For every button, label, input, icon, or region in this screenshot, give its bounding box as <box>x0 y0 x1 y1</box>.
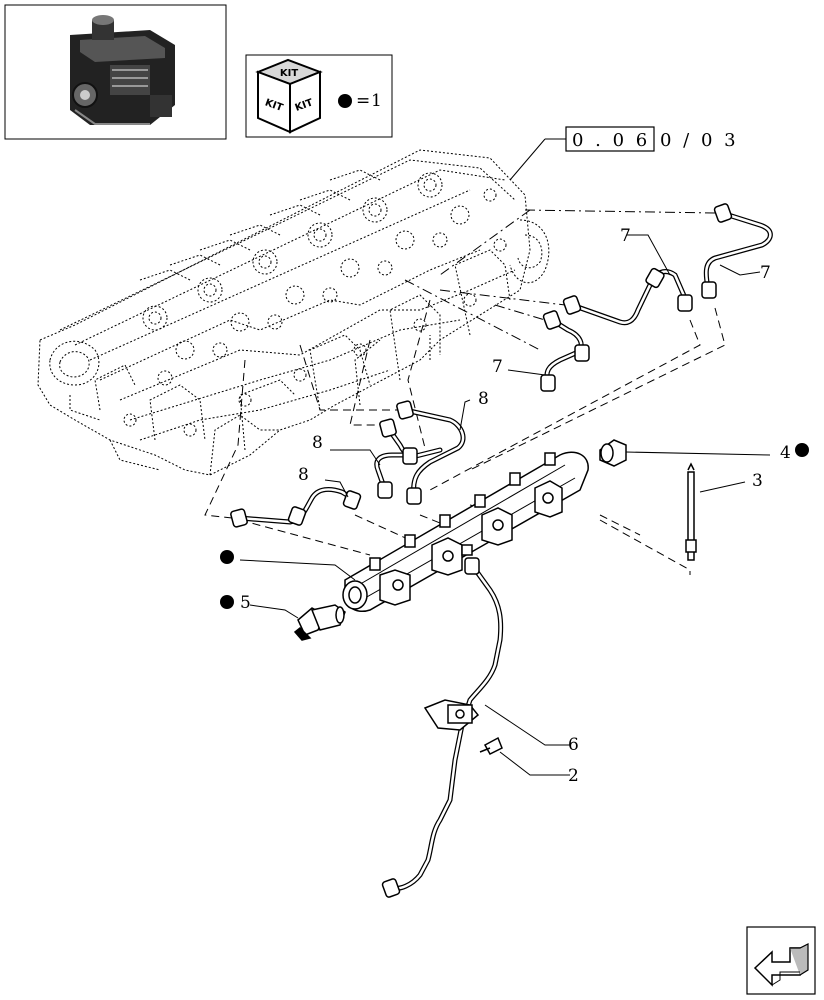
bracket-bolt <box>479 736 503 755</box>
engine-thumbnail-icon <box>70 15 175 125</box>
callout-8c: 8 <box>298 465 309 485</box>
pipe-clamp-bracket <box>423 699 480 731</box>
mounting-stud <box>685 462 697 561</box>
kit-bullet-icon <box>338 94 352 108</box>
callout-8a: 8 <box>478 389 489 409</box>
assembly-leader-lines <box>404 209 716 351</box>
reference-code: 0 . 0 6 0 / 0 3 <box>509 126 739 181</box>
callout-6: 6 <box>568 735 579 755</box>
callout-7a: 7 <box>620 226 631 246</box>
injector-pipe-7-upper-inner <box>705 211 772 290</box>
kit-cube-top-label: KIT <box>280 68 298 79</box>
fuel-feed-pipe-6-inner <box>390 563 502 890</box>
callout-leaders <box>239 234 771 776</box>
injector-pipe-7-middle <box>569 269 688 326</box>
kit-legend: KIT KIT KIT = 1 <box>245 54 393 138</box>
callout-7c: 7 <box>492 357 503 377</box>
rail-plug <box>599 439 627 467</box>
callout-8b: 8 <box>312 433 323 453</box>
reference-code-boxed: 0 . 0 6 <box>572 130 650 151</box>
pressure-sensor <box>293 604 346 641</box>
kit-marker-sensor-icon <box>220 595 234 609</box>
kit-equals-sign: = <box>356 91 370 111</box>
callout-2: 2 <box>568 766 579 786</box>
kit-cube-icon: KIT KIT KIT <box>255 58 323 134</box>
kit-marker-rail-icon <box>220 550 234 564</box>
callout-3: 3 <box>752 471 763 491</box>
pipe-fittings <box>230 203 733 528</box>
next-page-arrow-icon[interactable] <box>746 926 816 995</box>
kit-marker-plug-icon <box>795 443 809 457</box>
assembly-dashed-lines <box>204 299 726 575</box>
injector-pipe-7-middle-inner <box>570 270 687 324</box>
fuel-feed-pipe-6-fittings <box>381 557 480 898</box>
reference-code-suffix: 0 / 0 3 <box>660 130 739 151</box>
callout-5: 5 <box>240 593 251 613</box>
cylinder-head-outline <box>37 149 550 476</box>
common-rail <box>342 451 589 612</box>
callout-4: 4 <box>780 443 791 463</box>
engine-thumbnail-frame <box>4 4 227 140</box>
callout-7b: 7 <box>760 263 771 283</box>
kit-legend-number: 1 <box>371 91 382 111</box>
